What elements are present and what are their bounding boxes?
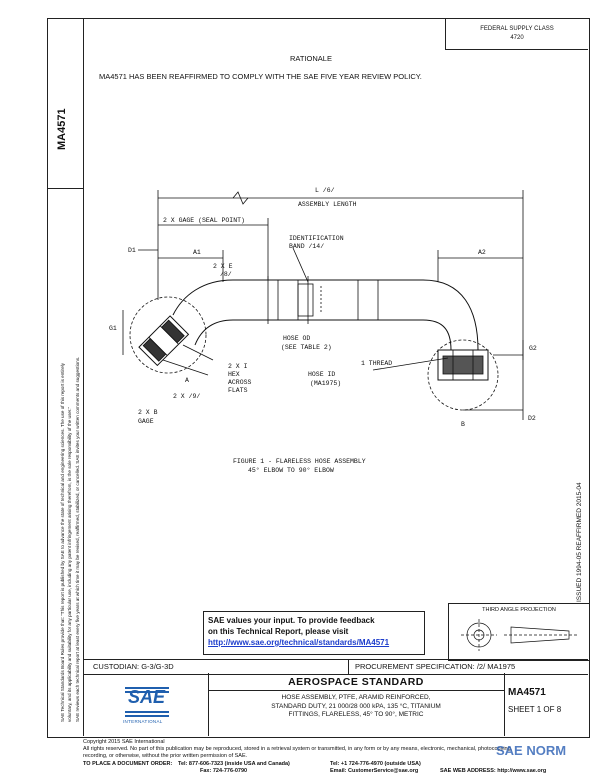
info-row-divider xyxy=(348,660,349,674)
rationale-heading: RATIONALE xyxy=(290,54,332,63)
id-band xyxy=(297,283,314,317)
label-g2: G2 xyxy=(529,345,537,352)
left-strip xyxy=(47,18,84,736)
fed-line-1: FEDERAL SUPPLY CLASS xyxy=(480,26,554,32)
footer-copyright: Copyright 2015 SAE International xyxy=(83,739,165,745)
tel-1: Tel: 877-606-7323 (inside USA and Canada… xyxy=(178,761,290,767)
rationale-text: MA4571 HAS BEEN REAFFIRMED TO COMPLY WIT… xyxy=(99,72,422,81)
strip-divider xyxy=(47,188,83,189)
email: Email: CustomerService@sae.org xyxy=(330,768,419,774)
page-frame xyxy=(47,18,590,738)
desc-line-2: STANDARD DUTY, 21 000/28 000 kPA, 135 °C… xyxy=(271,702,441,710)
document-number: MA4571 xyxy=(508,687,546,698)
label-thread: 1 THREAD xyxy=(361,360,392,367)
info-row: CUSTODIAN: G-3/G-3D PROCUREMENT SPECIFIC… xyxy=(83,659,588,675)
footer-rights-2: recording, or otherwise, without the pri… xyxy=(83,753,248,759)
standard-description: HOSE ASSEMBLY, PTFE, ARAMID REINFORCED, … xyxy=(208,691,504,720)
feedback-link[interactable]: http://www.sae.org/technical/standards/M… xyxy=(208,638,390,647)
footer-rights-1: All rights reserved. No part of this pub… xyxy=(83,746,513,752)
label-ma1975: (MA1975) xyxy=(310,380,341,387)
order-label: TO PLACE A DOCUMENT ORDER: xyxy=(83,761,173,767)
label-d2: D2 xyxy=(528,415,536,422)
label-hose-od: HOSE OD xyxy=(283,335,310,342)
projection-label: THIRD ANGLE PROJECTION xyxy=(482,607,556,613)
footer: Copyright 2015 SAE International All rig… xyxy=(83,739,588,760)
watermark: SAE NORM xyxy=(496,743,567,758)
title-block: SAE INTERNATIONAL AEROSPACE STANDARD HOS… xyxy=(83,673,588,736)
feedback-line-1: SAE values your input. To provide feedba… xyxy=(208,616,375,625)
logo-sub: INTERNATIONAL xyxy=(123,719,163,724)
figure-caption-1: FIGURE 1 - FLARELESS HOSE ASSEMBLY xyxy=(233,458,366,465)
right-fitting xyxy=(437,349,489,381)
hose-assembly-drawing: L /6/ ASSEMBLY LENGTH 2 X GAGE (SEAL POI… xyxy=(109,187,537,474)
label-2xb: 2 X B xyxy=(138,409,158,416)
feedback-line-2: on this Technical Report, please visit xyxy=(208,627,349,636)
label-see-table: (SEE TABLE 2) xyxy=(281,344,332,351)
custodian: CUSTODIAN: G-3/G-3D xyxy=(93,662,174,671)
web-address: SAE WEB ADDRESS: http://www.sae.org xyxy=(440,768,547,774)
strip-doc-number: MA4571 xyxy=(56,108,68,150)
fed-line-2: 4720 xyxy=(510,35,524,41)
label-2xe: 2 X E xyxy=(213,263,233,270)
issue-dates: ISSUED 1994-05 REAFFIRMED 2015-04 xyxy=(576,482,583,602)
label-id-band: IDENTIFICATION xyxy=(289,235,344,242)
figure-caption-2: 45° ELBOW TO 90° ELBOW xyxy=(248,466,334,474)
document-cell: MA4571 SHEET 1 OF 8 xyxy=(504,673,588,736)
label-2x9: 2 X /9/ xyxy=(173,393,200,400)
fax: Fax: 724-776-0790 xyxy=(200,768,248,774)
label-across: ACROSS xyxy=(228,379,252,386)
left-fitting xyxy=(138,315,190,367)
label-a1: A1 xyxy=(193,249,201,256)
label-g1: G1 xyxy=(109,325,117,332)
label-a: A xyxy=(185,377,189,384)
projection-symbol xyxy=(461,619,577,651)
standard-cell: AEROSPACE STANDARD HOSE ASSEMBLY, PTFE, … xyxy=(208,673,505,736)
label-b: B xyxy=(461,421,465,428)
label-hex: HEX xyxy=(228,371,240,378)
label-flats: FLATS xyxy=(228,387,248,394)
label-a2: A2 xyxy=(478,249,486,256)
desc-line-3: FITTINGS, FLARELESS, 45° TO 90°, METRIC xyxy=(288,711,424,718)
label-2xi: 2 X I xyxy=(228,363,248,370)
strip-disclaimer-3: SAE reviews each technical report at lea… xyxy=(75,356,80,722)
tel-2: Tel: +1 724-776-4970 (outside USA) xyxy=(330,761,421,767)
label-id-band-2: BAND /14/ xyxy=(289,243,324,250)
strip-disclaimer-2: voluntary, and its applicability and sui… xyxy=(67,406,72,722)
label-hose-id: HOSE ID xyxy=(308,371,335,378)
desc-line-1: HOSE ASSEMBLY, PTFE, ARAMID REINFORCED, xyxy=(281,694,431,701)
label-assembly-length: ASSEMBLY LENGTH xyxy=(298,201,357,208)
logo-text: SAE xyxy=(128,687,166,707)
label-l: L /6/ xyxy=(315,187,335,194)
procurement-spec: PROCUREMENT SPECIFICATION: /2/ MA1975 xyxy=(355,662,516,671)
sheet-number: SHEET 1 OF 8 xyxy=(508,705,562,714)
federal-supply-class: FEDERAL SUPPLY CLASS 4720 xyxy=(445,18,588,50)
third-angle-projection: THIRD ANGLE PROJECTION xyxy=(448,603,590,661)
label-8: /8/ xyxy=(220,271,232,278)
label-gage: GAGE xyxy=(138,418,154,425)
standard-title: AEROSPACE STANDARD xyxy=(208,673,504,691)
feedback-box: SAE values your input. To provide feedba… xyxy=(203,611,425,655)
logo-cell: SAE INTERNATIONAL xyxy=(83,673,209,736)
label-d1: D1 xyxy=(128,247,136,254)
strip-disclaimer-1: SAE Technical Standards Board Rules prov… xyxy=(60,363,65,722)
sae-logo xyxy=(123,681,171,729)
label-gage-seal: 2 X GAGE (SEAL POINT) xyxy=(163,217,245,224)
